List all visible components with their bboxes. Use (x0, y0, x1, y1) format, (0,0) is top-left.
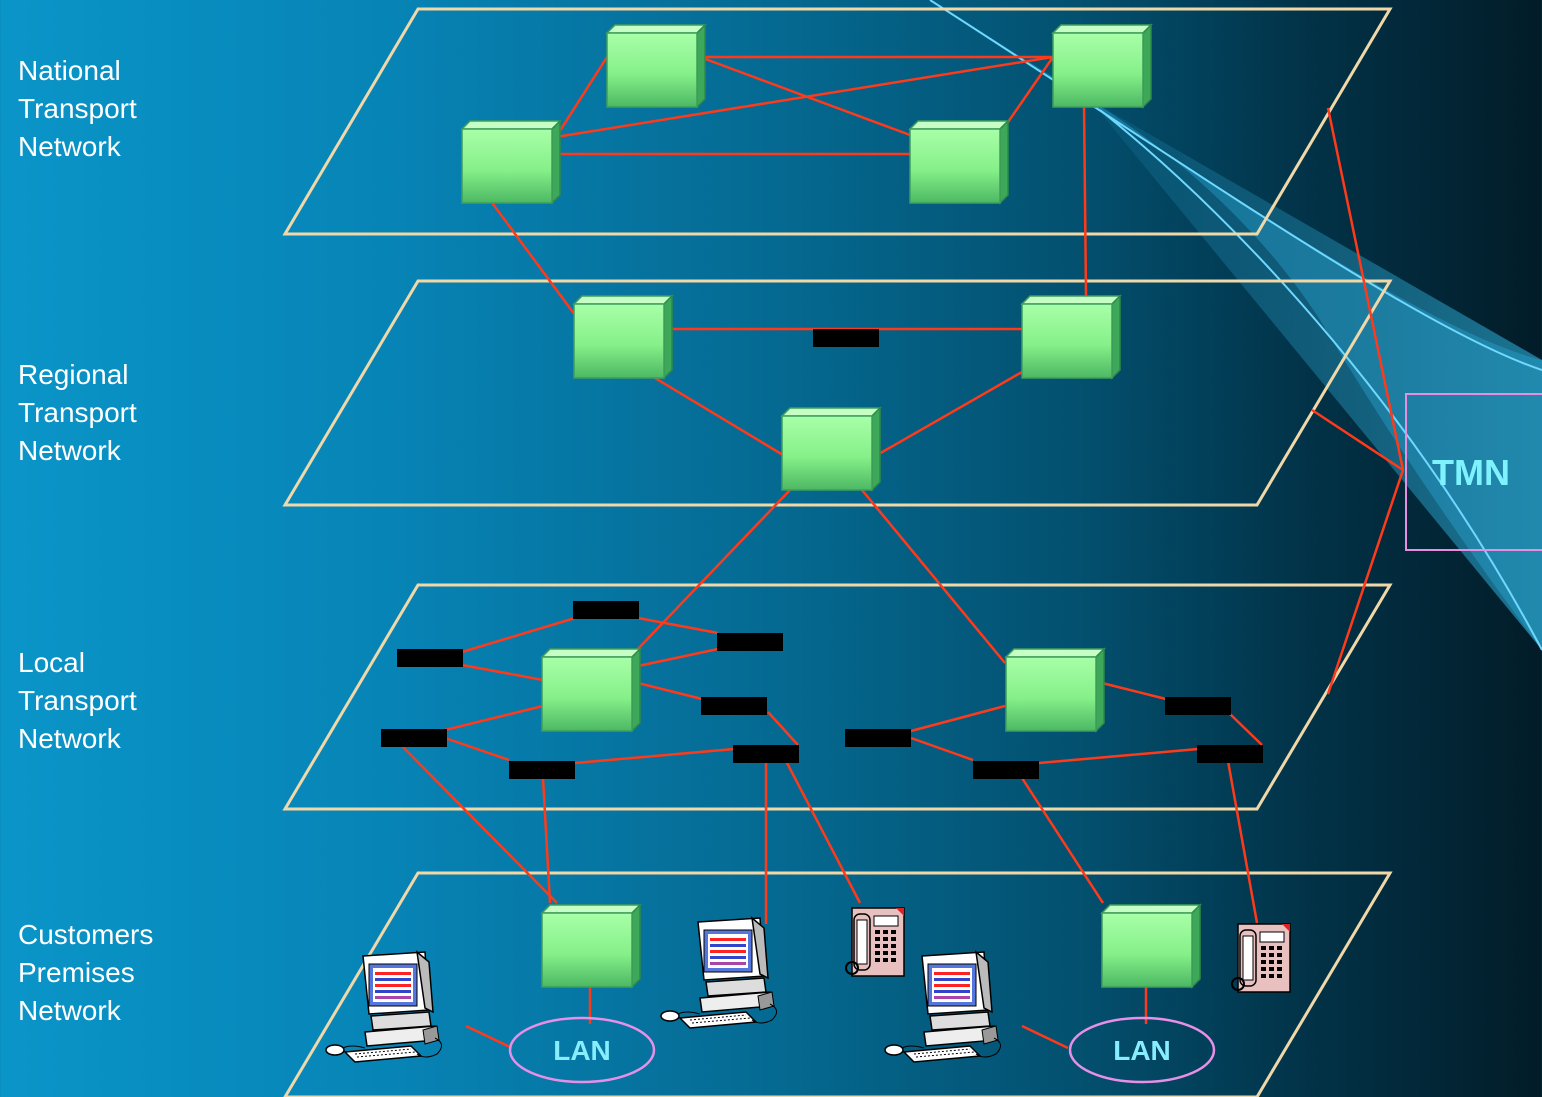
tmn-box (1405, 393, 1542, 551)
layer-label-regional: Regional Transport Network (18, 356, 137, 470)
multiplexer-icon (973, 761, 1039, 779)
layer-label-line: Network (18, 435, 121, 466)
layer-label-customers: Customers Premises Network (18, 916, 153, 1030)
network-node-icon (461, 120, 561, 204)
network-node-icon (573, 295, 673, 379)
layer-label-line: Local (18, 647, 85, 678)
network-links (400, 55, 1405, 1050)
layer-label-line: Regional (18, 359, 129, 390)
layer-label-line: Transport (18, 93, 137, 124)
multiplexer-icon (717, 633, 783, 651)
computer-icon (325, 951, 443, 1063)
tmn-label: TMN (1432, 452, 1510, 493)
plane-customers (283, 871, 1393, 1097)
network-node-icon (781, 407, 881, 491)
management-beam (929, 0, 1542, 651)
multiplexer-icon (381, 729, 447, 747)
lan-right: LAN (1068, 1016, 1216, 1084)
multiplexer-icon (1197, 745, 1263, 763)
multiplexer-icon (397, 649, 463, 667)
network-node-icon (1021, 295, 1121, 379)
multiplexer-icon (701, 697, 767, 715)
network-node-icon (1005, 648, 1105, 732)
multiplexer-icon (509, 761, 575, 779)
layer-label-line: Customers (18, 919, 154, 950)
layer-label-line: Network (18, 131, 121, 162)
layer-label-local: Local Transport Network (18, 644, 137, 758)
plane-local (282, 583, 1393, 811)
network-node-icon (909, 120, 1009, 204)
computer-icon (660, 917, 778, 1029)
multiplexer-icon (733, 745, 799, 763)
layer-label-line: Transport (18, 685, 137, 716)
plane-national (282, 7, 1393, 236)
lan-label: LAN (1113, 1035, 1171, 1066)
multiplexer-icon (1165, 697, 1231, 715)
multiplexer-icon (813, 329, 879, 347)
multiplexer-icon (845, 729, 911, 747)
layer-label-national: National Transport Network (18, 52, 137, 166)
telephone-icon (845, 907, 905, 977)
network-node-icon (606, 24, 706, 108)
network-node-icon (541, 648, 641, 732)
layer-label-line: Network (18, 995, 121, 1026)
lan-left: LAN (508, 1016, 656, 1084)
layer-label-line: National (18, 55, 121, 86)
layer-label-line: Network (18, 723, 121, 754)
telephone-icon (1231, 923, 1291, 993)
layer-label-line: Premises (18, 957, 135, 988)
network-node-icon (1052, 24, 1152, 108)
layer-label-line: Transport (18, 397, 137, 428)
multiplexer-icon (573, 601, 639, 619)
network-node-icon (1101, 904, 1201, 988)
lan-label: LAN (553, 1035, 611, 1066)
network-node-icon (541, 904, 641, 988)
plane-regional (282, 279, 1393, 507)
